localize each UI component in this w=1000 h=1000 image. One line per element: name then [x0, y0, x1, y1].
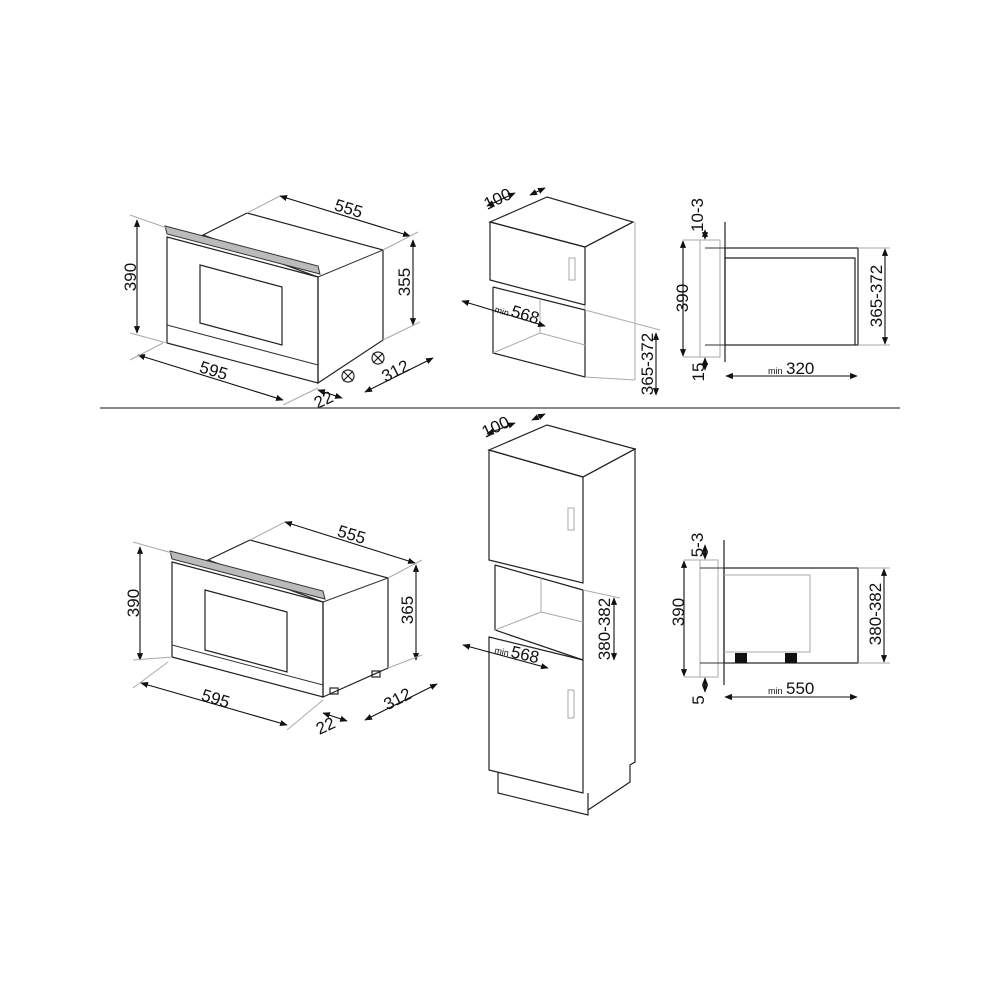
- top-cabinet-min-label: min: [493, 304, 510, 318]
- bottom-oven-drawing: 390 555 365 595 312 22: [124, 521, 438, 739]
- bottom-section-top-gap: 5-3: [688, 533, 707, 558]
- top-cabinet-niche-height: 365-372: [638, 333, 657, 395]
- niche-section: [724, 247, 859, 346]
- front-panel: [699, 239, 721, 358]
- cabinet-plinth: [497, 772, 589, 816]
- oven-front: [171, 561, 324, 698]
- oven-handle: [169, 550, 326, 600]
- cabinet-lower-door: [488, 636, 584, 794]
- cabinet-niche: [492, 286, 586, 378]
- top-oven-drawing: 390 555 355 595 312 22: [121, 195, 434, 413]
- foot-icon: [341, 369, 355, 383]
- top-cabinet-drawing: 100 min 568 365-372: [461, 184, 661, 396]
- foot-icon: [785, 653, 797, 663]
- top-section-depth: 320: [786, 359, 814, 378]
- bottom-section-min-label: min: [768, 686, 783, 696]
- cabinet-upper-door: [489, 221, 586, 306]
- top-section-height: 390: [673, 284, 692, 312]
- bottom-oven-depth: 555: [335, 522, 368, 548]
- bottom-section-niche-height: 380-382: [866, 583, 885, 645]
- oven-handle: [164, 225, 321, 275]
- top-section-niche-height: 365-372: [867, 265, 886, 327]
- oven-window: [204, 589, 288, 673]
- door-handle: [567, 689, 575, 719]
- bottom-oven-width: 595: [199, 686, 232, 712]
- bottom-section-height: 390: [669, 598, 688, 626]
- cabinet-top: [487, 424, 637, 478]
- top-oven-body-height: 355: [395, 268, 414, 296]
- top-section-bottom-gap: 15: [689, 363, 708, 382]
- bottom-section-bottom-gap: 5: [689, 695, 708, 704]
- bottom-cabinet-min-label: min: [494, 645, 510, 658]
- bottom-section-drawing: 5-3 390 5 380-382 min 550: [669, 533, 890, 705]
- cabinet-side: [582, 447, 636, 811]
- foot-icon: [735, 653, 747, 663]
- top-oven-height: 390: [121, 263, 140, 291]
- niche-section: [723, 567, 859, 664]
- top-oven-width: 595: [197, 358, 230, 384]
- bottom-cabinet-niche-height: 380-382: [595, 598, 614, 660]
- top-cabinet-gap: 100: [481, 184, 515, 213]
- top-oven-depth: 555: [332, 196, 365, 222]
- foot-icon: [371, 351, 385, 365]
- bottom-section-depth: 550: [786, 679, 814, 698]
- door-handle: [567, 507, 575, 531]
- top-cabinet-niche-width: 568: [509, 302, 542, 328]
- oven-window: [199, 264, 283, 346]
- cabinet-top: [488, 196, 635, 248]
- top-oven-front-offset: 22: [311, 387, 336, 412]
- front-panel: [699, 559, 719, 678]
- bottom-cabinet-drawing: 100 min 568 380-382: [462, 412, 637, 816]
- bottom-cabinet-niche-width: 568: [509, 642, 541, 667]
- foot-icon: [329, 687, 339, 695]
- cabinet-upper-door: [488, 449, 584, 584]
- top-section-drawing: 10-3 390 15 365-372 min 320: [673, 198, 890, 381]
- oven-body: [201, 212, 384, 385]
- bottom-oven-height: 390: [124, 589, 143, 617]
- oven-front: [166, 236, 319, 384]
- door-handle: [568, 257, 576, 281]
- top-section-top-gap: 10-3: [688, 198, 707, 232]
- bottom-cabinet-gap: 100: [479, 412, 513, 441]
- bottom-oven-body-height: 365: [398, 596, 417, 624]
- top-section-min-label: min: [768, 366, 783, 376]
- foot-icon: [371, 670, 381, 678]
